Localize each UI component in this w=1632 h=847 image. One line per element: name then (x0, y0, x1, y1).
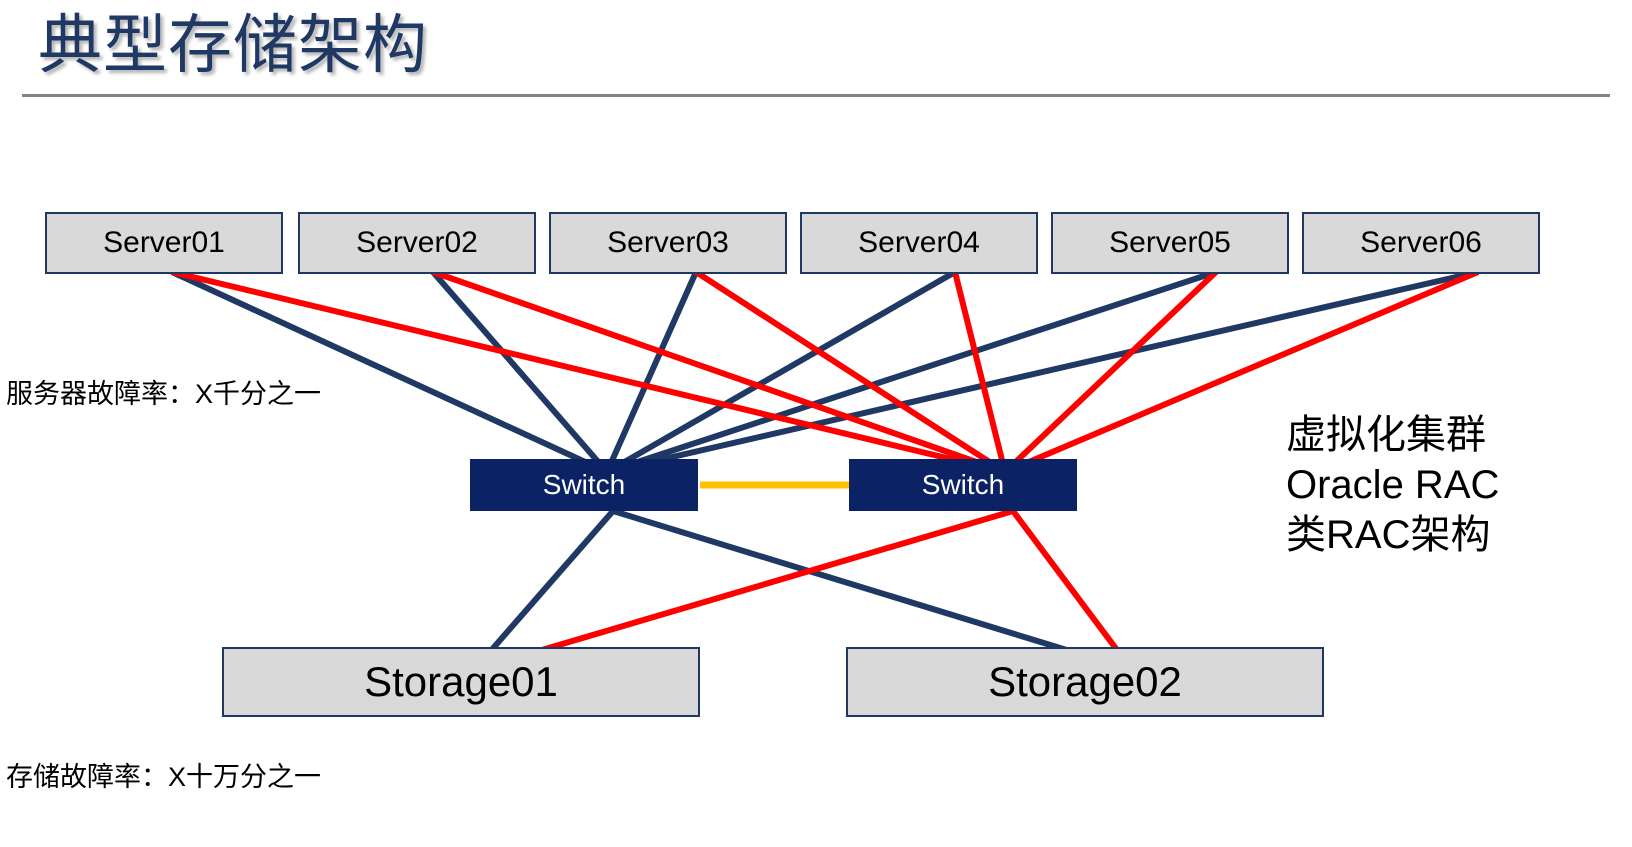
switch-node-02-label: Switch (921, 469, 1005, 500)
storage-node-02[interactable]: Storage02 (846, 647, 1324, 717)
server-node-05-label: Server05 (1109, 226, 1231, 259)
server-node-04[interactable]: Server04 (800, 212, 1038, 274)
switch-to-storage-links-navy (471, 508, 1133, 673)
link-server03-switch02 (694, 269, 1007, 475)
server-node-06[interactable]: Server06 (1302, 212, 1540, 274)
link-server04-switch02 (952, 271, 1008, 473)
server-node-01[interactable]: Server01 (45, 212, 283, 274)
storage-failure-rate-note: 存储故障率：X十万分之一 (6, 762, 322, 792)
link-server06-switch02 (1003, 269, 1480, 475)
server-node-06-label: Server06 (1360, 226, 1482, 259)
server-node-01-label: Server01 (103, 226, 225, 259)
cluster-note-block: 虚拟化集群 Oracle RAC 类RAC架构 (1286, 410, 1499, 560)
cluster-note-line-2: Oracle RAC (1286, 463, 1500, 507)
server-node-03-label: Server03 (607, 226, 729, 259)
server-node-03[interactable]: Server03 (549, 212, 787, 274)
link-server05-switch01 (606, 269, 1217, 475)
switch-node-01[interactable]: Switch (470, 459, 698, 511)
storage-node-02-label: Storage02 (988, 658, 1182, 705)
server-failure-rate-note: 服务器故障率：X千分之一 (6, 379, 322, 409)
link-switch02-storage01 (473, 508, 1014, 673)
link-switch01-storage01 (471, 509, 616, 672)
link-server01-switch02 (171, 269, 1006, 475)
link-server04-switch01 (605, 269, 957, 475)
link-server03-switch01 (604, 270, 699, 474)
link-server05-switch02 (1002, 269, 1219, 475)
switch-node-01-label: Switch (542, 469, 626, 500)
server-to-switch02-links (171, 269, 1480, 475)
server-to-switch01-links (170, 269, 1479, 475)
storage-node-01[interactable]: Storage01 (222, 647, 700, 717)
title-divider (22, 94, 1610, 97)
link-server02-switch01 (430, 270, 610, 474)
server-node-04-label: Server04 (858, 226, 980, 259)
server-node-02[interactable]: Server02 (298, 212, 536, 274)
server-node-02-label: Server02 (356, 226, 478, 259)
link-server01-switch01 (170, 269, 609, 475)
storage-node-01-label: Storage01 (364, 658, 558, 705)
switch-node-02[interactable]: Switch (849, 459, 1077, 511)
link-server06-switch01 (606, 269, 1479, 475)
link-server02-switch02 (432, 269, 1006, 475)
cluster-note-line-1: 虚拟化集群 (1286, 413, 1486, 457)
switch-to-storage-links-red (473, 508, 1135, 673)
cluster-note-line-3: 类RAC架构 (1286, 513, 1491, 557)
page-title: 典型存储架构 (38, 9, 428, 81)
link-switch02-storage02 (1010, 509, 1135, 672)
link-switch01-storage02 (612, 508, 1133, 673)
server-node-05[interactable]: Server05 (1051, 212, 1289, 274)
